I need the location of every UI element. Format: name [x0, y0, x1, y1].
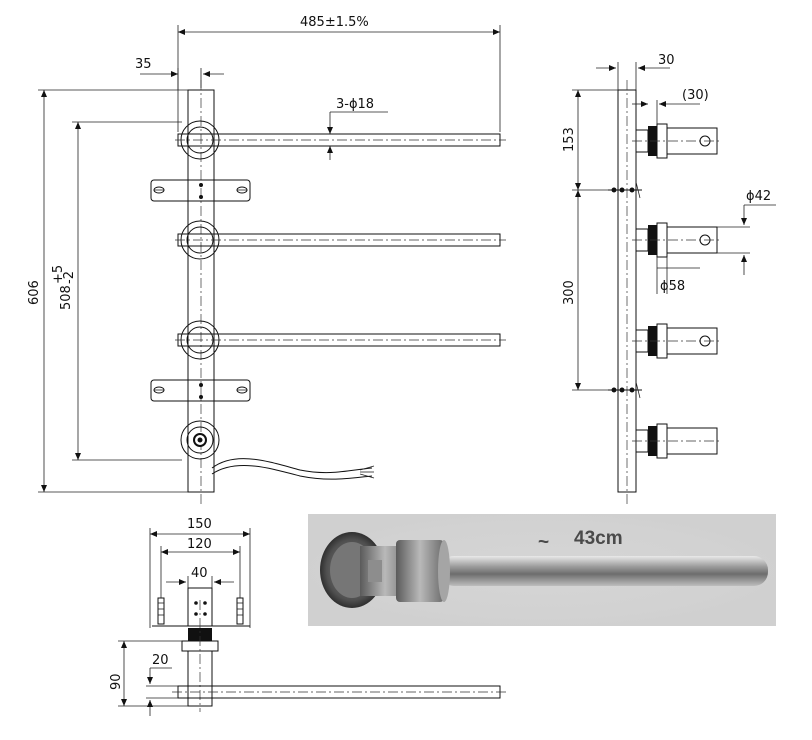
dim-508-label: 508 [59, 285, 74, 310]
dim-side-dia-58: ϕ58 [656, 257, 700, 294]
dim-width-485: 485±1.5% [177, 15, 501, 132]
dim-side-153: 153 [562, 89, 618, 191]
dim-side-300-label: 300 [562, 280, 577, 305]
dim-height-508: 508 +5 -2 [51, 121, 182, 461]
bottom-gasket [188, 628, 212, 641]
dim-bottom-90-label: 90 [109, 673, 124, 690]
dim-side-30-label: 30 [658, 53, 675, 68]
dim-bottom-150-label: 150 [187, 517, 212, 532]
photo-length-label: 43cm [574, 528, 623, 549]
photo-cap [396, 540, 444, 602]
arm-3 [175, 320, 506, 360]
mounting-bracket-upper [150, 179, 251, 202]
dim-side-dia-42: ϕ42 [717, 189, 776, 275]
dim-bottom-40: 40 [166, 566, 234, 588]
dim-height-606: 606 [27, 89, 188, 493]
dim-508-tol-lower: -2 [62, 271, 77, 284]
side-view: 30 (30) 153 300 ϕ42 [562, 53, 776, 505]
dim-bottom-120: 120 [160, 537, 241, 598]
dim-side-300: 300 [562, 190, 608, 391]
arm-2 [175, 220, 506, 260]
dim-508-tol-upper: +5 [51, 265, 66, 284]
dim-606-label: 606 [27, 280, 42, 305]
dim-offset-35: 35 [135, 57, 224, 90]
dim-bottom-40-label: 40 [191, 566, 208, 581]
dim-pipe-dia-label: 3-ϕ18 [336, 97, 374, 112]
dim-side-dia-42-label: ϕ42 [746, 189, 771, 204]
side-arm-2 [632, 222, 722, 258]
side-bracket-upper [608, 181, 642, 199]
front-view: 485±1.5% 35 3-ϕ18 606 [27, 15, 506, 505]
dim-pipe-dia: 3-ϕ18 [327, 97, 388, 160]
dim-485-label: 485±1.5% [300, 15, 369, 30]
bottom-wall-plate [152, 587, 250, 627]
dim-35-label: 35 [135, 57, 152, 72]
dim-bottom-150: 150 [149, 517, 251, 628]
switch-knob [180, 420, 220, 460]
power-cable [211, 458, 375, 480]
mounting-bracket-lower [150, 379, 251, 402]
dim-side-153-label: 153 [562, 127, 577, 152]
dim-side-30-ref: (30) [632, 88, 709, 124]
side-switch [632, 423, 722, 459]
side-arm-1 [632, 123, 722, 159]
dim-side-30: 30 [596, 53, 675, 90]
bottom-view: 150 120 40 90 [109, 517, 506, 716]
dim-side-dia-58-label: ϕ58 [660, 279, 685, 294]
photo-approx-symbol: ~ [538, 532, 549, 553]
photo-rod [440, 556, 768, 586]
side-bracket-lower [608, 381, 642, 399]
arm-1 [175, 120, 506, 160]
dim-bottom-120-label: 120 [187, 537, 212, 552]
dim-bottom-20: 20 [146, 653, 178, 716]
dim-bottom-20-label: 20 [152, 653, 169, 668]
dim-bottom-90: 90 [109, 640, 188, 707]
product-photo: ~ 43cm [308, 514, 776, 626]
dim-side-30-ref-label: (30) [682, 88, 709, 103]
side-arm-3 [632, 323, 722, 359]
